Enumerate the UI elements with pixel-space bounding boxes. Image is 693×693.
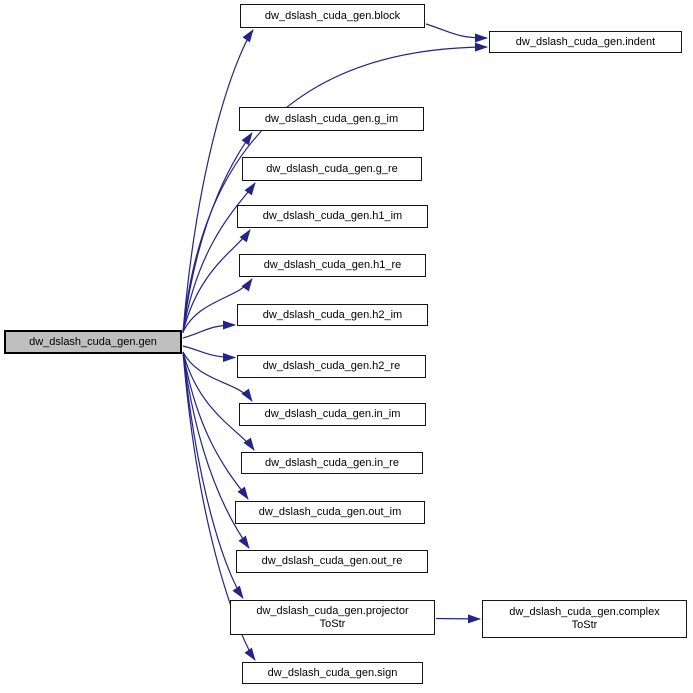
graph-node-label: dw_dslash_cuda_gen.g_im — [264, 112, 399, 125]
graph-node-label: dw_dslash_cuda_gen.in_im — [264, 408, 401, 420]
graph-node-h2_re[interactable]: dw_dslash_cuda_gen.h2_re — [237, 355, 426, 378]
graph-node-label: dw_dslash_cuda_gen.complex — [509, 606, 660, 618]
graph-node-label: dw_dslash_cuda_gen.g_re — [266, 162, 398, 175]
graph-node-label: ToStr — [571, 619, 598, 631]
graph-node-in_re[interactable]: dw_dslash_cuda_gen.in_re — [241, 452, 423, 474]
graph-node-label: ToStr — [319, 617, 346, 630]
graph-node-g_re[interactable]: dw_dslash_cuda_gen.g_re — [242, 157, 422, 181]
graph-node-label: dw_dslash_cuda_gen.indent — [515, 35, 656, 48]
graph-node-indent[interactable]: dw_dslash_cuda_gen.indent — [489, 31, 682, 53]
edge-gen-g_im — [182, 132, 253, 333]
graph-node-label: dw_dslash_cuda_gen.projector — [256, 604, 409, 617]
graph-node-block[interactable]: dw_dslash_cuda_gen.block — [240, 4, 425, 28]
graph-node-h1_im[interactable]: dw_dslash_cuda_gen.h1_im — [237, 205, 428, 228]
edge-gen-out_re — [182, 351, 250, 549]
graph-node-label: dw_dslash_cuda_gen.h1_re — [263, 259, 402, 271]
edge-gen-h1_re — [182, 278, 253, 333]
graph-node-out_im[interactable]: dw_dslash_cuda_gen.out_im — [235, 501, 425, 524]
graph-node-h1_re[interactable]: dw_dslash_cuda_gen.h1_re — [239, 254, 426, 277]
graph-node-label: dw_dslash_cuda_gen.sign — [267, 666, 398, 679]
edge-gen-block — [182, 29, 254, 333]
edge-gen-in_im — [182, 351, 253, 402]
edge-projectorToStr-complexToStr — [435, 614, 481, 624]
graph-node-sign[interactable]: dw_dslash_cuda_gen.sign — [242, 662, 423, 684]
graph-node-label: dw_dslash_cuda_gen.h2_re — [262, 360, 401, 372]
edge-block-indent — [425, 23, 488, 43]
edge-gen-in_re — [182, 351, 255, 451]
graph-node-label: dw_dslash_cuda_gen.out_im — [258, 506, 402, 518]
graph-node-h2_im[interactable]: dw_dslash_cuda_gen.h2_im — [237, 304, 428, 326]
graph-node-in_im[interactable]: dw_dslash_cuda_gen.in_im — [239, 403, 426, 426]
graph-node-label: dw_dslash_cuda_gen.in_re — [265, 456, 399, 469]
edge-gen-h2_re — [182, 345, 236, 362]
graph-node-label: dw_dslash_cuda_gen.h1_im — [262, 210, 403, 222]
edge-gen-out_im — [182, 351, 249, 500]
edge-gen-h2_im — [182, 320, 236, 339]
graph-node-gen: dw_dslash_cuda_gen.gen — [4, 330, 182, 354]
graph-node-g_im[interactable]: dw_dslash_cuda_gen.g_im — [239, 107, 424, 131]
graph-node-label: dw_dslash_cuda_gen.out_re — [261, 555, 403, 567]
edge-gen-projectorToStr — [182, 351, 244, 599]
graph-node-out_re[interactable]: dw_dslash_cuda_gen.out_re — [236, 550, 428, 573]
edge-gen-g_re — [182, 182, 256, 333]
graph-node-label: dw_dslash_cuda_gen.block — [264, 9, 401, 22]
graph-node-label: dw_dslash_cuda_gen.gen — [29, 335, 157, 348]
edge-gen-h1_im — [182, 229, 251, 333]
edge-gen-sign — [182, 351, 256, 661]
graph-node-label: dw_dslash_cuda_gen.h2_im — [262, 308, 403, 321]
